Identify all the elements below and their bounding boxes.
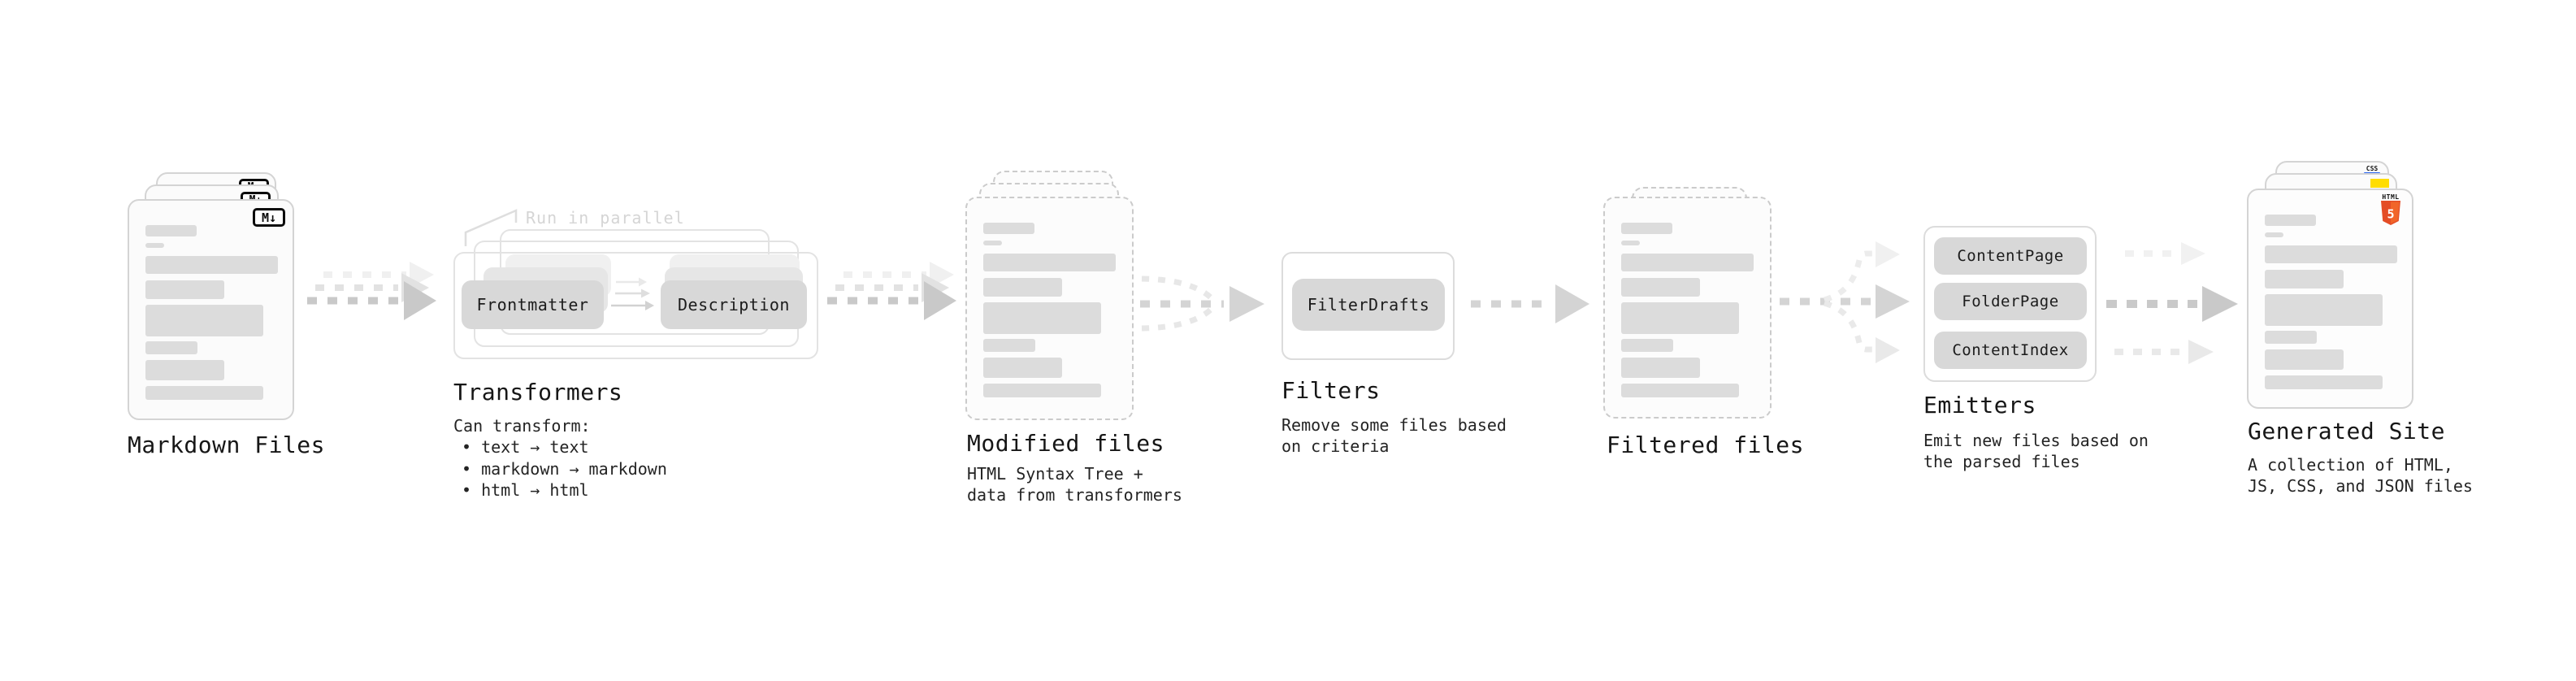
placeholder-line bbox=[983, 302, 1101, 334]
placeholder-line bbox=[145, 305, 263, 336]
transformer-layer-box-front bbox=[453, 252, 818, 359]
file-card-front: HTML 5 bbox=[2247, 189, 2413, 409]
svg-text:5: 5 bbox=[2387, 207, 2394, 222]
placeholder-line bbox=[1621, 223, 1672, 234]
placeholder-line bbox=[1621, 254, 1754, 271]
placeholder-line bbox=[145, 341, 197, 354]
stage-title-generated-site: Generated Site bbox=[2248, 418, 2446, 445]
subtitle-line: Emit new files based on bbox=[1923, 431, 2149, 450]
placeholder-line bbox=[2265, 215, 2316, 226]
transformers-bullet-list: • text → text • markdown → markdown • ht… bbox=[462, 436, 667, 501]
subtitle-line: JS, CSS, and JSON files bbox=[2248, 476, 2473, 496]
file-card-front bbox=[1603, 197, 1772, 419]
placeholder-line bbox=[983, 339, 1035, 352]
placeholder-line bbox=[983, 358, 1062, 378]
placeholder-line bbox=[145, 280, 224, 299]
subtitle-line: HTML Syntax Tree + bbox=[967, 464, 1143, 484]
placeholder-line bbox=[2265, 375, 2383, 389]
arrow-markdown-to-transformers bbox=[307, 262, 436, 320]
markdown-icon: M↓ bbox=[253, 208, 285, 227]
placeholder-line bbox=[983, 223, 1034, 234]
modified-files-subtitle: HTML Syntax Tree + data from transformer… bbox=[967, 463, 1182, 505]
placeholder-line bbox=[2265, 245, 2397, 263]
subtitle-line: Remove some files based bbox=[1281, 415, 1507, 435]
placeholder-line bbox=[2265, 232, 2283, 237]
html5-icon: HTML 5 bbox=[2379, 193, 2402, 225]
subtitle-line: data from transformers bbox=[967, 485, 1182, 505]
annotation-callout-line bbox=[464, 209, 518, 246]
stage-title-transformers: Transformers bbox=[453, 379, 623, 406]
placeholder-line bbox=[145, 386, 263, 400]
frontmatter-node: Frontmatter bbox=[462, 280, 604, 329]
contentindex-node: ContentIndex bbox=[1934, 332, 2087, 369]
file-card-front bbox=[965, 197, 1134, 420]
stage-title-modified-files: Modified files bbox=[967, 430, 1165, 457]
arrow-transformers-to-modified bbox=[827, 262, 956, 320]
arrow-modified-to-filters bbox=[1140, 275, 1264, 332]
transformers-description: Can transform: bbox=[453, 416, 591, 436]
subtitle-line: the parsed files bbox=[1923, 452, 2080, 471]
placeholder-line bbox=[145, 360, 224, 380]
placeholder-line bbox=[2265, 331, 2317, 344]
placeholder-line bbox=[2265, 294, 2383, 326]
bullet-item: • html → html bbox=[462, 480, 589, 500]
placeholder-line bbox=[1621, 302, 1739, 334]
generated-site-subtitle: A collection of HTML, JS, CSS, and JSON … bbox=[2248, 454, 2473, 497]
bullet-item: • text → text bbox=[462, 437, 589, 457]
filters-subtitle: Remove some files based on criteria bbox=[1281, 414, 1507, 457]
placeholder-line bbox=[1621, 278, 1700, 297]
transformer-parallel-arrows bbox=[611, 277, 654, 310]
placeholder-line bbox=[983, 278, 1062, 297]
bullet-item: • markdown → markdown bbox=[462, 458, 667, 479]
js-icon bbox=[2370, 179, 2389, 188]
placeholder-line bbox=[983, 241, 1002, 245]
contentpage-node: ContentPage bbox=[1934, 237, 2087, 275]
placeholder-line bbox=[1621, 384, 1739, 397]
subtitle-line: on criteria bbox=[1281, 436, 1390, 456]
run-in-parallel-annotation: Run in parallel bbox=[526, 208, 685, 228]
placeholder-line bbox=[983, 254, 1116, 271]
placeholder-line bbox=[2265, 349, 2344, 370]
html5-shield: 5 bbox=[2381, 201, 2400, 225]
subtitle-line: A collection of HTML, bbox=[2248, 455, 2453, 475]
placeholder-line bbox=[1621, 358, 1700, 378]
stage-title-emitters: Emitters bbox=[1923, 392, 2036, 419]
placeholder-line bbox=[145, 225, 197, 236]
placeholder-line bbox=[1621, 241, 1640, 245]
css-badge-label: CSS bbox=[2366, 165, 2379, 172]
arrow-filters-to-filtered bbox=[1471, 284, 1589, 323]
stage-title-filters: Filters bbox=[1281, 377, 1381, 404]
placeholder-line bbox=[983, 384, 1101, 397]
placeholder-line bbox=[145, 256, 278, 274]
file-card-front: M↓ bbox=[128, 199, 294, 420]
placeholder-line bbox=[145, 243, 164, 248]
html5-badge-label: HTML bbox=[2382, 193, 2400, 201]
emitters-subtitle: Emit new files based on the parsed files bbox=[1923, 430, 2149, 472]
folderpage-node: FolderPage bbox=[1934, 283, 2087, 320]
stage-title-filtered-files: Filtered files bbox=[1607, 432, 1805, 458]
arrow-emitters-to-generated bbox=[2106, 242, 2238, 364]
description-node: Description bbox=[661, 280, 807, 329]
arrow-filtered-to-emitters bbox=[1780, 241, 1910, 363]
filterdrafts-node: FilterDrafts bbox=[1292, 279, 1445, 331]
placeholder-line bbox=[1621, 339, 1673, 352]
stage-title-markdown-files: Markdown Files bbox=[128, 432, 326, 458]
placeholder-line bbox=[2265, 270, 2344, 288]
